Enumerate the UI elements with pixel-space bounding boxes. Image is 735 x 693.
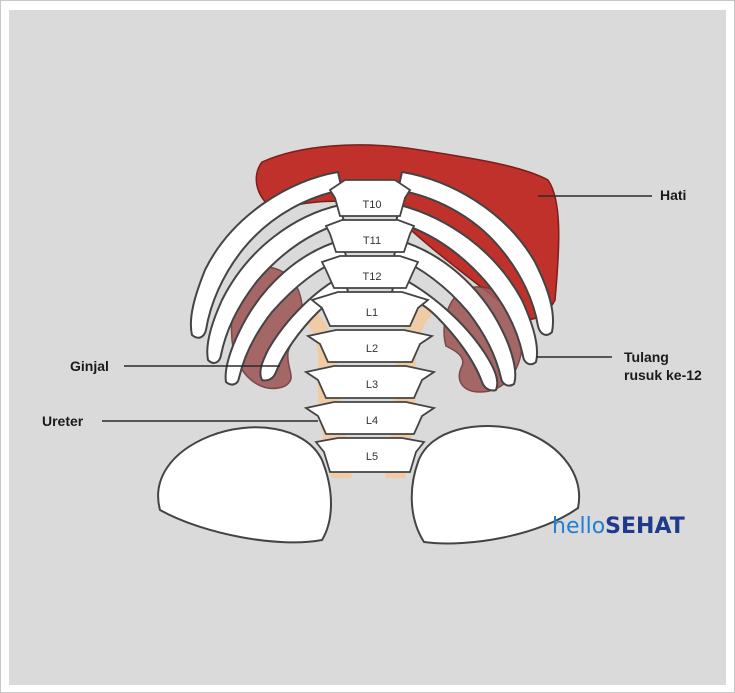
- vertebra-label: L2: [366, 343, 378, 355]
- logo-part-hello: hello: [552, 514, 605, 539]
- vertebra-label: T11: [363, 235, 381, 247]
- vertebra-label: L3: [366, 379, 378, 391]
- label-hati: Hati: [660, 186, 686, 204]
- pelvis-left: [158, 427, 331, 542]
- vertebra-label: T12: [363, 271, 382, 283]
- logo-part-sehat: SEHAT: [605, 514, 685, 539]
- vertebra-label: L5: [366, 451, 378, 463]
- label-tulang-rusuk: Tulang rusuk ke-12: [624, 348, 702, 384]
- label-ginjal: Ginjal: [70, 357, 109, 375]
- label-ureter: Ureter: [42, 412, 83, 430]
- hellosehat-logo: helloSEHAT: [552, 514, 685, 539]
- vertebra-label: L4: [366, 415, 378, 427]
- vertebra-label: T10: [363, 199, 382, 211]
- label-tulang-rusuk-line2: rusuk ke-12: [624, 366, 702, 384]
- label-tulang-rusuk-line1: Tulang: [624, 348, 702, 366]
- vertebra-label: L1: [366, 307, 378, 319]
